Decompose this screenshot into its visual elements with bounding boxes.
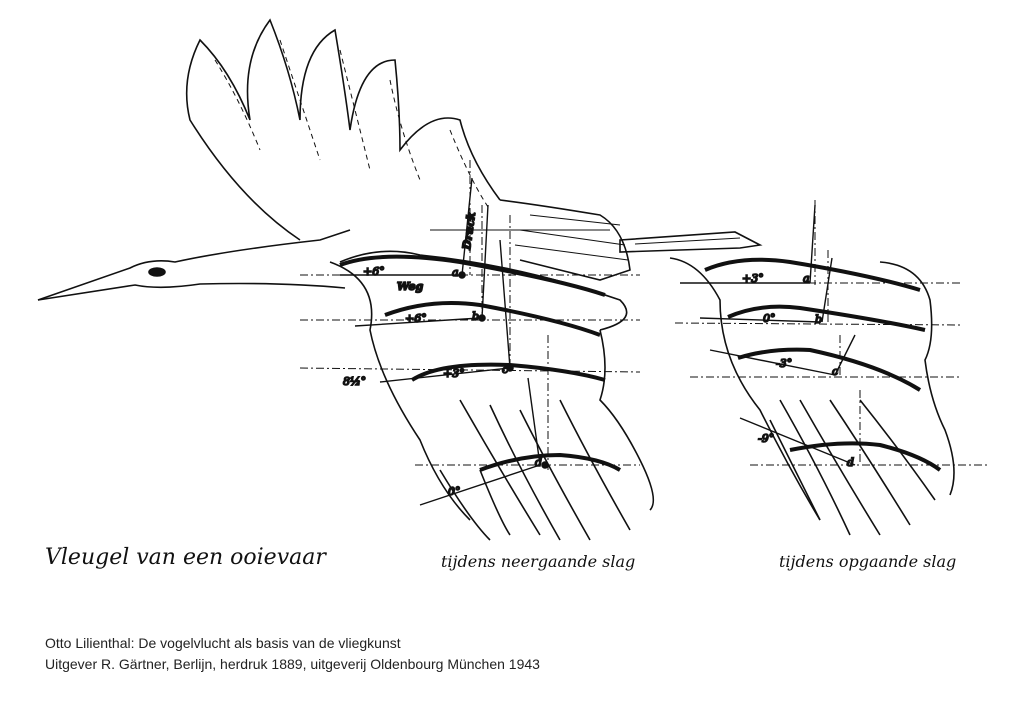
credit-line-2: Uitgever R. Gärtner, Berlijn, herdruk 18… (45, 656, 540, 672)
upper-wing (185, 18, 631, 281)
left-angle-a: +6° (363, 265, 385, 278)
stork-head (37, 229, 351, 301)
left-angle-b: +6° (405, 312, 427, 325)
credit-line-1: Otto Lilienthal: De vogelvlucht als basi… (45, 635, 401, 651)
right-point-b: b (815, 313, 822, 326)
right-angle-a: +3° (742, 272, 764, 285)
left-point-a: a (452, 266, 459, 279)
figure-title: Vleugel van een ooievaar (45, 545, 326, 570)
downstroke-wing (299, 160, 655, 541)
left-angle-side: 8½° (343, 375, 366, 388)
right-point-a: a (803, 272, 810, 285)
left-point-c: c (502, 363, 508, 376)
druck-label: Druck (460, 211, 478, 251)
caption-downstroke: tijdens neergaande slag (441, 552, 636, 571)
weg-label: Weg (397, 280, 423, 293)
right-angle-d: -9° (758, 432, 774, 445)
tail (619, 231, 763, 253)
right-point-d: d (847, 456, 854, 469)
left-point-d: d (535, 456, 542, 469)
caption-upstroke: tijdens opgaande slag (779, 552, 957, 571)
upstroke-wing (669, 200, 990, 536)
right-angle-c: -3° (776, 357, 792, 370)
left-angle-c: +3° (443, 367, 465, 380)
left-angle-d: 0° (448, 485, 461, 498)
left-point-b: b (472, 310, 479, 323)
right-point-c: c (832, 365, 838, 378)
right-angle-b: 0° (763, 312, 776, 325)
